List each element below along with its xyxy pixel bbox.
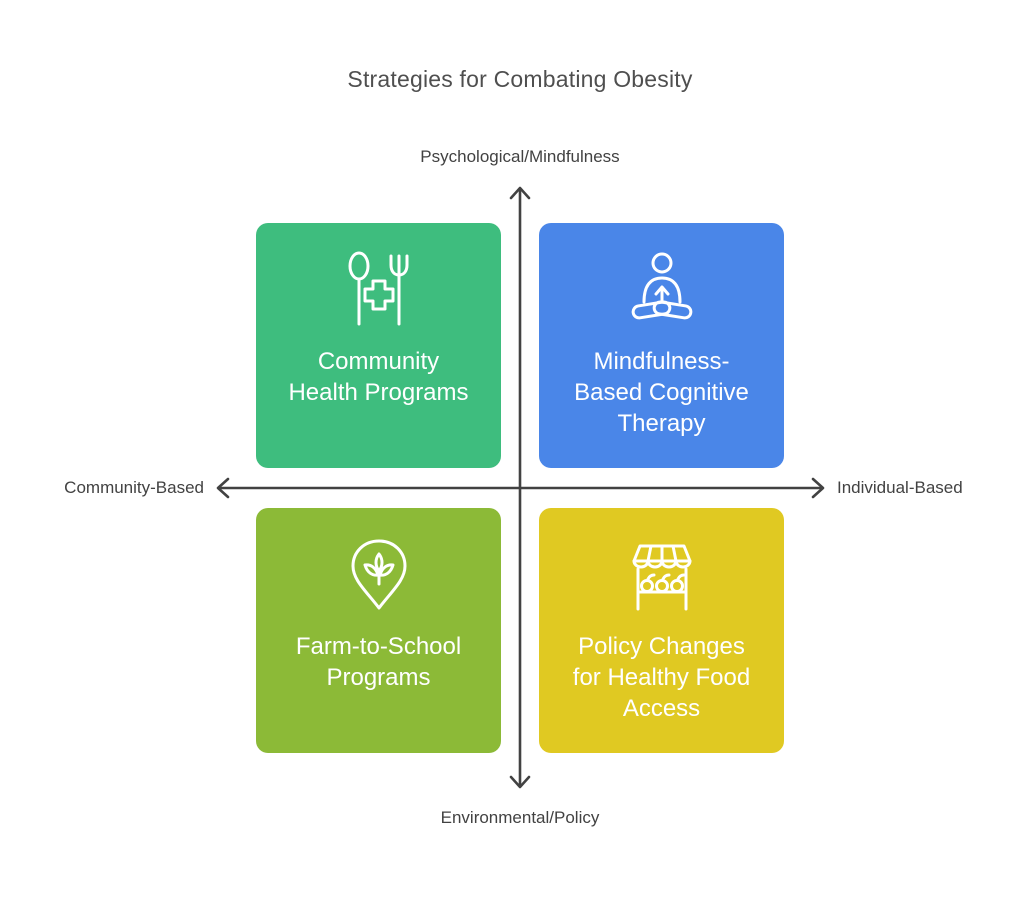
axis-label-left: Community-Based	[64, 478, 204, 497]
arrow-right-icon	[811, 477, 825, 499]
quadrant-label: Community Health Programs	[288, 348, 469, 406]
meditation-icon	[620, 248, 704, 332]
arrow-left-icon	[216, 477, 230, 499]
quadrant-label: Farm-to-School Programs	[295, 633, 462, 691]
quadrant-label: Mindfulness- Based Cognitive Therapy	[574, 348, 749, 437]
quadrant-community-health-programs: Community Health Programs	[256, 223, 501, 468]
quadrant-label: Policy Changes for Healthy Food Access	[572, 633, 751, 722]
quadrant-mindfulness-cognitive-therapy: Mindfulness- Based Cognitive Therapy	[539, 223, 784, 468]
meal-medical-icon	[337, 248, 421, 332]
axis-label-right: Individual-Based	[837, 478, 963, 497]
axis-label-bottom: Environmental/Policy	[440, 808, 600, 827]
arrow-down-icon	[509, 775, 531, 789]
plant-pin-icon	[337, 533, 421, 617]
page-title: Strategies for Combating Obesity	[347, 66, 693, 92]
market-stall-icon	[620, 533, 704, 617]
quadrant-farm-to-school-programs: Farm-to-School Programs	[256, 508, 501, 753]
arrow-up-icon	[509, 186, 531, 200]
axis-label-top: Psychological/Mindfulness	[420, 147, 620, 166]
quadrant-policy-changes-healthy-food: Policy Changes for Healthy Food Access	[539, 508, 784, 753]
